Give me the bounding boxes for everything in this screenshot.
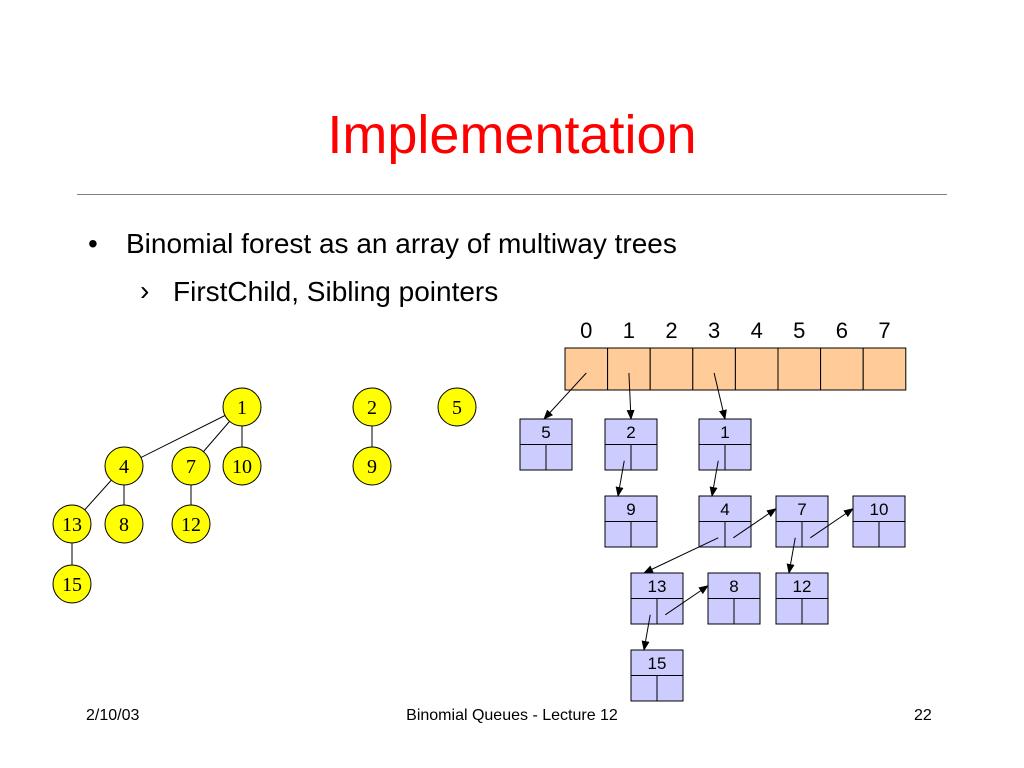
tree-node-2: 2	[352, 387, 392, 427]
array-cell-4	[734, 347, 779, 391]
svg-text:8: 8	[729, 577, 738, 596]
slide-title: Implementation	[327, 105, 697, 165]
list-node-10: 10	[852, 495, 906, 548]
first-child-pointer	[641, 614, 651, 651]
svg-text:10: 10	[870, 500, 889, 519]
svg-text:7: 7	[186, 456, 196, 478]
tree-node-9: 9	[352, 446, 392, 486]
sibling-pointer	[733, 508, 777, 539]
array-pointer	[713, 372, 727, 420]
array-cell-7	[862, 347, 907, 391]
tree-node-1: 1	[222, 387, 262, 427]
list-node-4: 4	[698, 495, 752, 548]
svg-text:13: 13	[648, 577, 667, 596]
array-cell-2	[649, 347, 694, 391]
sub-bullet-1-text: FirstChild, Sibling pointers	[173, 276, 499, 307]
sub-bullet-glyph: ›	[140, 275, 150, 306]
list-node-15: 15	[630, 649, 684, 702]
array-index-1: 1	[623, 318, 635, 343]
array-pointer	[543, 372, 587, 420]
first-child-pointer	[786, 537, 796, 574]
array-pointer	[626, 372, 635, 420]
list-node-9: 9	[604, 495, 658, 548]
tree-node-15: 15	[52, 564, 92, 604]
svg-text:13: 13	[62, 514, 82, 536]
svg-text:12: 12	[181, 514, 201, 536]
array-cell-5	[777, 347, 822, 391]
list-node-12: 12	[775, 572, 829, 625]
array-cell-6	[820, 347, 864, 391]
footer-date: 2/10/03	[86, 707, 140, 724]
svg-text:4: 4	[720, 500, 729, 519]
svg-text:2: 2	[626, 423, 635, 442]
svg-text:5: 5	[452, 397, 462, 419]
svg-text:7: 7	[797, 500, 806, 519]
array-cell-0	[564, 347, 609, 391]
list-node-7: 7	[775, 495, 829, 548]
array-index-2: 2	[665, 318, 677, 343]
tree-node-5: 5	[437, 387, 477, 427]
footer-page-number: 22	[914, 707, 932, 724]
svg-text:5: 5	[541, 423, 550, 442]
svg-text:1: 1	[720, 423, 729, 442]
array-cell-3	[692, 347, 736, 391]
tree-node-8: 8	[104, 504, 144, 544]
array-index-4: 4	[751, 318, 763, 343]
svg-text:2: 2	[367, 397, 377, 419]
tree-node-10: 10	[222, 446, 262, 486]
array-index-5: 5	[793, 318, 805, 343]
tree-node-12: 12	[171, 504, 211, 544]
svg-text:15: 15	[62, 574, 82, 596]
svg-text:12: 12	[793, 577, 812, 596]
first-child-pointer	[643, 537, 719, 574]
array-index-7: 7	[878, 318, 890, 343]
tree-node-4: 4	[104, 446, 144, 486]
svg-text:10: 10	[232, 456, 252, 478]
list-node-1: 1	[698, 418, 752, 471]
list-node-8: 8	[707, 572, 761, 625]
first-child-pointer	[709, 460, 719, 497]
title-divider	[77, 194, 947, 195]
tree-edge	[123, 406, 243, 467]
array-index-3: 3	[708, 318, 720, 343]
footer-title: Binomial Queues - Lecture 12	[406, 707, 618, 724]
list-node-2: 2	[604, 418, 658, 471]
sibling-pointer	[810, 508, 854, 539]
list-node-13: 13	[630, 572, 684, 625]
bullet-1-text: Binomial forest as an array of multiway …	[126, 228, 677, 259]
tree-node-7: 7	[171, 446, 211, 486]
first-child-pointer	[615, 460, 625, 497]
tree-node-13: 13	[52, 504, 92, 544]
svg-text:4: 4	[119, 456, 129, 478]
svg-text:8: 8	[119, 514, 129, 536]
svg-text:9: 9	[626, 500, 635, 519]
svg-text:15: 15	[648, 654, 667, 673]
array-index-0: 0	[580, 318, 592, 343]
sibling-pointer	[665, 585, 709, 616]
bullet-glyph: •	[88, 228, 98, 259]
array-index-6: 6	[836, 318, 848, 343]
svg-text:1: 1	[237, 397, 247, 419]
list-node-5: 5	[519, 418, 573, 471]
svg-text:9: 9	[367, 456, 377, 478]
